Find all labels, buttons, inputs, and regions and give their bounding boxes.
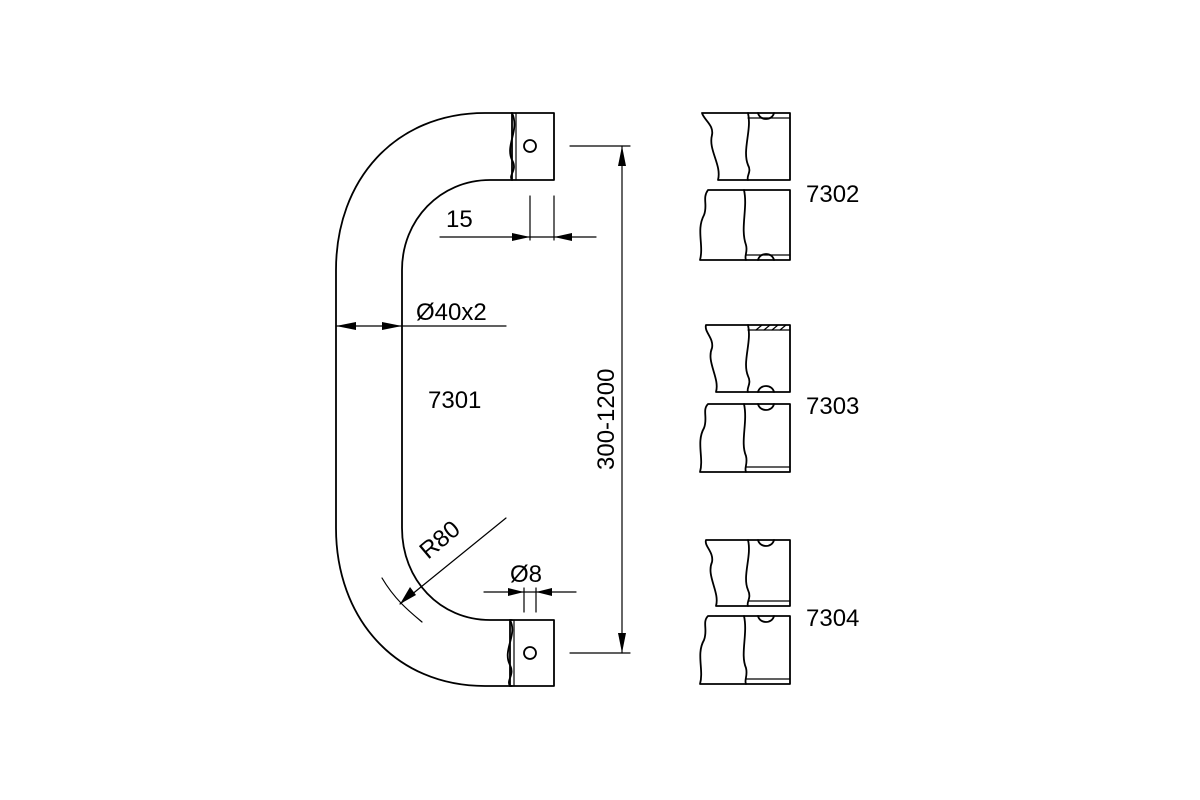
dimension-15 [439,195,597,241]
dimension-radius [381,517,507,623]
part-code-7303: 7303 [806,393,859,420]
part-code-7304: 7304 [806,605,859,632]
variant-7304-detail [699,539,791,685]
dimension-length [569,145,631,654]
handle-7301 [335,112,555,687]
tube-diameter-label: Ø40x2 [416,299,487,326]
variant-7302-detail [699,112,791,261]
dimension-tube-diameter [335,322,507,330]
part-code-7301: 7301 [428,387,481,414]
dimension-15-label: 15 [446,206,473,233]
handle-outer-contour [335,112,513,687]
variant-7303-detail [699,324,791,473]
handle-inner-contour [401,179,513,621]
part-code-7302: 7302 [806,181,859,208]
dimension-hole [483,587,577,613]
top-end-fitting [509,112,555,181]
length-label: 300-1200 [593,369,620,470]
hole-label: Ø8 [510,561,542,588]
bottom-end-fitting [506,619,555,687]
